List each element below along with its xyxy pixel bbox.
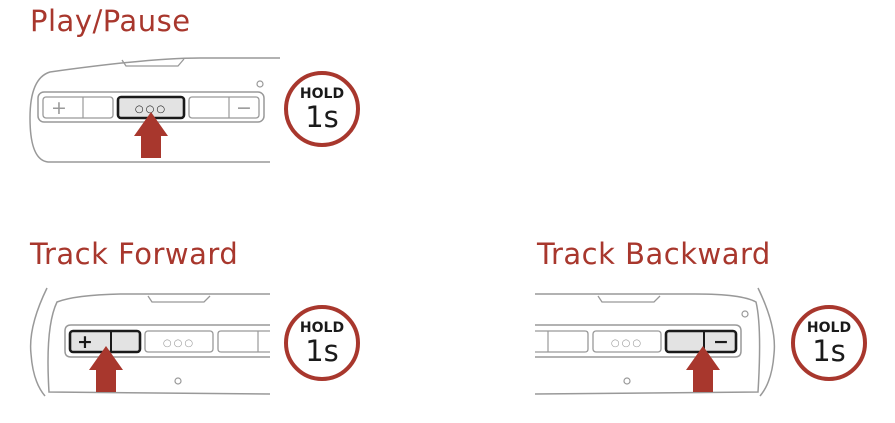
- center-dots-icon: ○○○: [163, 338, 195, 349]
- plus-button[interactable]: +: [68, 329, 142, 354]
- center-button-outline: [144, 330, 214, 353]
- button-strip-outline: [64, 324, 270, 358]
- badge-duration: 1s: [305, 334, 339, 368]
- badge-hold-label: HOLD: [806, 320, 852, 336]
- minus-icon: −: [236, 97, 252, 119]
- badge-duration: 1s: [305, 100, 339, 134]
- device-body-outline: [534, 293, 761, 395]
- track-backward-hold-badge: HOLD 1s: [791, 305, 867, 381]
- badge-duration: 1s: [812, 334, 846, 368]
- plus-button[interactable]: +: [42, 96, 114, 119]
- plus-button-outline: [42, 96, 114, 119]
- center-multifunction-button[interactable]: ○○○: [592, 330, 662, 353]
- device-body-outline: [29, 57, 280, 163]
- play-pause-hold-badge: HOLD 1s: [284, 71, 360, 147]
- device-indicator-dot: [174, 377, 182, 385]
- device-end-cap-outline: [757, 287, 776, 397]
- device-top-ridge: [147, 295, 211, 303]
- device-indicator-dot: [256, 80, 264, 88]
- minus-icon: −: [713, 331, 729, 353]
- plus-button-outline: [535, 330, 589, 353]
- minus-button-outline: [188, 96, 260, 119]
- center-dots-icon: ○○○: [135, 104, 167, 115]
- press-arrow-icon: [686, 346, 720, 392]
- button-strip-outline: [535, 324, 742, 358]
- press-arrow-icon: [134, 112, 168, 158]
- plus-icon: +: [77, 331, 93, 353]
- center-dots-icon: ○○○: [611, 338, 643, 349]
- device-top-ridge: [121, 58, 185, 67]
- track-forward-title: Track Forward: [30, 237, 239, 271]
- plus-icon: +: [51, 97, 67, 119]
- device-indicator-dot: [623, 377, 631, 385]
- badge-hold-label: HOLD: [299, 320, 345, 336]
- track-backward-title: Track Backward: [537, 237, 771, 271]
- device-indicator-dot: [741, 310, 749, 318]
- badge-hold-label: HOLD: [299, 86, 345, 102]
- play-pause-device-illustration: + ○○○ −: [29, 57, 280, 163]
- track-forward-device-illustration: + ○○○: [29, 287, 271, 397]
- minus-button-outline: [217, 330, 270, 353]
- track-forward-hold-badge: HOLD 1s: [284, 305, 360, 381]
- track-backward-device-illustration: ○○○ −: [534, 287, 776, 397]
- center-button-outline: [592, 330, 662, 353]
- device-end-cap-outline: [29, 287, 48, 397]
- device-body-outline: [47, 293, 271, 395]
- plus-button-partial[interactable]: [535, 330, 589, 353]
- minus-button-partial[interactable]: [217, 330, 270, 353]
- press-arrow-icon: [89, 346, 123, 392]
- minus-button[interactable]: −: [188, 96, 260, 119]
- center-multifunction-button[interactable]: ○○○: [144, 330, 214, 353]
- play-pause-title: Play/Pause: [30, 4, 191, 38]
- device-top-ridge: [597, 295, 661, 303]
